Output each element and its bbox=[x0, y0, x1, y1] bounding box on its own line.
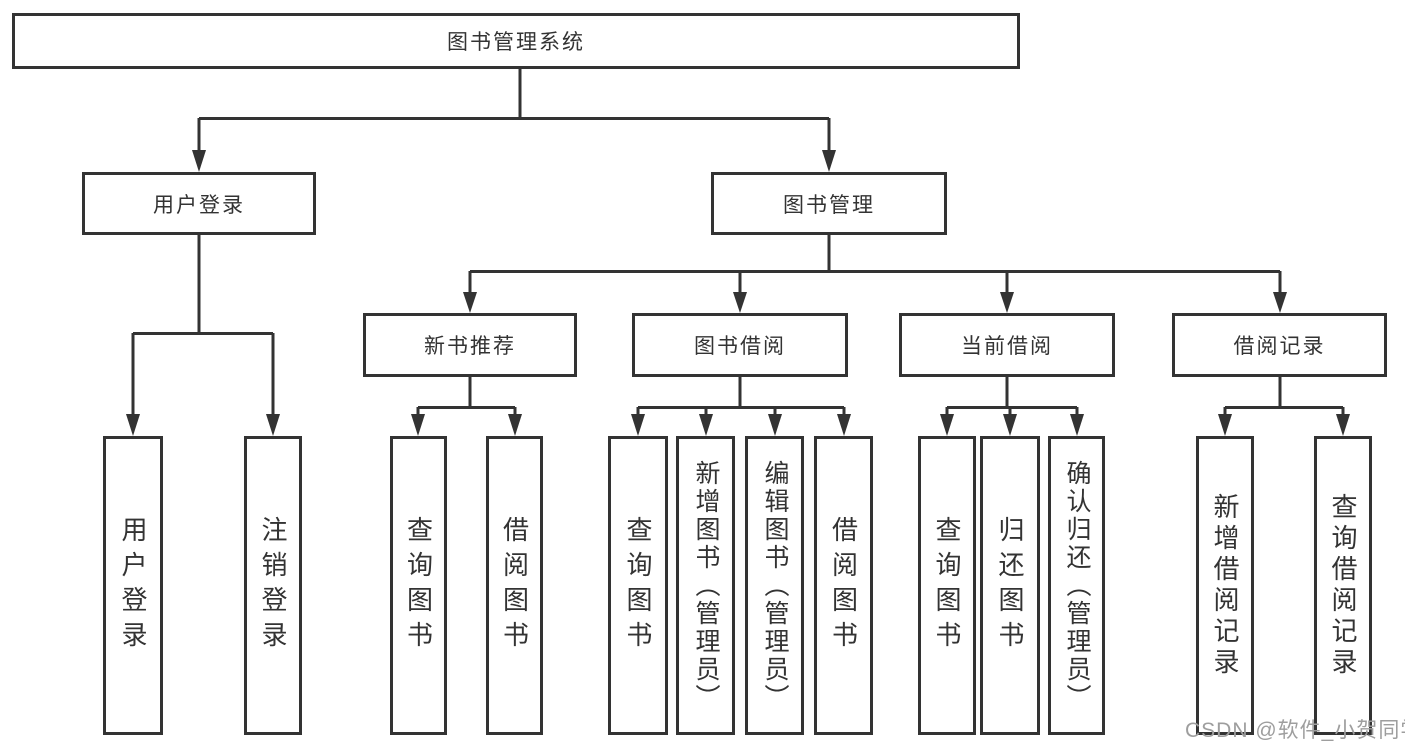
node-cb-query-book-label: 查询图书 bbox=[932, 515, 962, 656]
node-borrow-record-label: 借阅记录 bbox=[1233, 335, 1326, 358]
node-cb-return-book: 归还图书 bbox=[980, 436, 1040, 735]
node-bb-borrow-book: 借阅图书 bbox=[814, 436, 873, 735]
node-cb-confirm-return: 确认归还（管理员） bbox=[1048, 436, 1105, 735]
node-root: 图书管理系统 bbox=[12, 13, 1020, 69]
node-rec-query-book-label: 查询图书 bbox=[403, 515, 434, 656]
node-bb-edit-book: 编辑图书（管理员） bbox=[745, 436, 804, 735]
node-bb-edit-book-label: 编辑图书（管理员） bbox=[761, 459, 789, 712]
node-rec-borrow-book-label: 借阅图书 bbox=[499, 515, 530, 656]
node-bb-add-book-label: 新增图书（管理员） bbox=[692, 459, 720, 712]
node-br-query-record: 查询借阅记录 bbox=[1314, 436, 1372, 735]
node-cb-return-book-label: 归还图书 bbox=[995, 515, 1025, 656]
node-new-book-rec: 新书推荐 bbox=[363, 313, 577, 377]
node-root-label: 图书管理系统 bbox=[447, 31, 585, 54]
node-br-add-record: 新增借阅记录 bbox=[1196, 436, 1254, 735]
node-bb-query-book: 查询图书 bbox=[608, 436, 668, 735]
node-book-mgmt-label: 图书管理 bbox=[783, 193, 875, 217]
node-bb-borrow-book-label: 借阅图书 bbox=[828, 515, 859, 656]
csdn-watermark: CSDN @软件_小贺同学 bbox=[1185, 719, 1405, 742]
node-rec-query-book: 查询图书 bbox=[390, 436, 447, 735]
node-br-query-record-label: 查询借阅记录 bbox=[1328, 492, 1358, 679]
node-cb-query-book: 查询图书 bbox=[918, 436, 976, 735]
node-bb-add-book: 新增图书（管理员） bbox=[676, 436, 735, 735]
node-login-label: 用户登录 bbox=[118, 515, 148, 656]
node-book-borrow-label: 图书借阅 bbox=[694, 335, 786, 358]
node-user-login: 用户登录 bbox=[82, 172, 316, 235]
node-logout: 注销登录 bbox=[244, 436, 302, 735]
node-rec-borrow-book: 借阅图书 bbox=[486, 436, 543, 735]
node-user-login-label: 用户登录 bbox=[153, 193, 245, 217]
node-book-mgmt: 图书管理 bbox=[711, 172, 947, 235]
node-current-borrow: 当前借阅 bbox=[899, 313, 1115, 377]
node-bb-query-book-label: 查询图书 bbox=[623, 515, 653, 656]
node-login: 用户登录 bbox=[103, 436, 163, 735]
node-borrow-record: 借阅记录 bbox=[1172, 313, 1387, 377]
node-br-add-record-label: 新增借阅记录 bbox=[1210, 492, 1240, 679]
arrowhead-icons bbox=[126, 150, 1350, 436]
node-current-borrow-label: 当前借阅 bbox=[961, 335, 1053, 358]
node-book-borrow: 图书借阅 bbox=[632, 313, 848, 377]
node-new-book-rec-label: 新书推荐 bbox=[424, 335, 516, 358]
node-cb-confirm-return-label: 确认归还（管理员） bbox=[1063, 459, 1091, 712]
node-logout-label: 注销登录 bbox=[258, 515, 288, 656]
